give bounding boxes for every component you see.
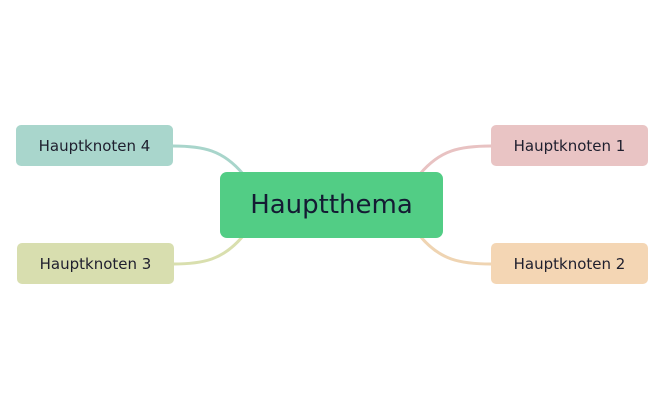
connector-to-hauptknoten-1	[418, 144, 493, 176]
central-topic-node[interactable]: Hauptthema	[220, 172, 443, 238]
connector-to-hauptknoten-2	[418, 234, 493, 266]
main-node-4[interactable]: Hauptknoten 4	[16, 125, 173, 166]
main-node-2[interactable]: Hauptknoten 2	[491, 243, 648, 284]
main-node-3[interactable]: Hauptknoten 3	[17, 243, 174, 284]
main-node-1[interactable]: Hauptknoten 1	[491, 125, 648, 166]
connector-to-hauptknoten-4	[171, 144, 245, 176]
connector-to-hauptknoten-3	[171, 234, 245, 266]
